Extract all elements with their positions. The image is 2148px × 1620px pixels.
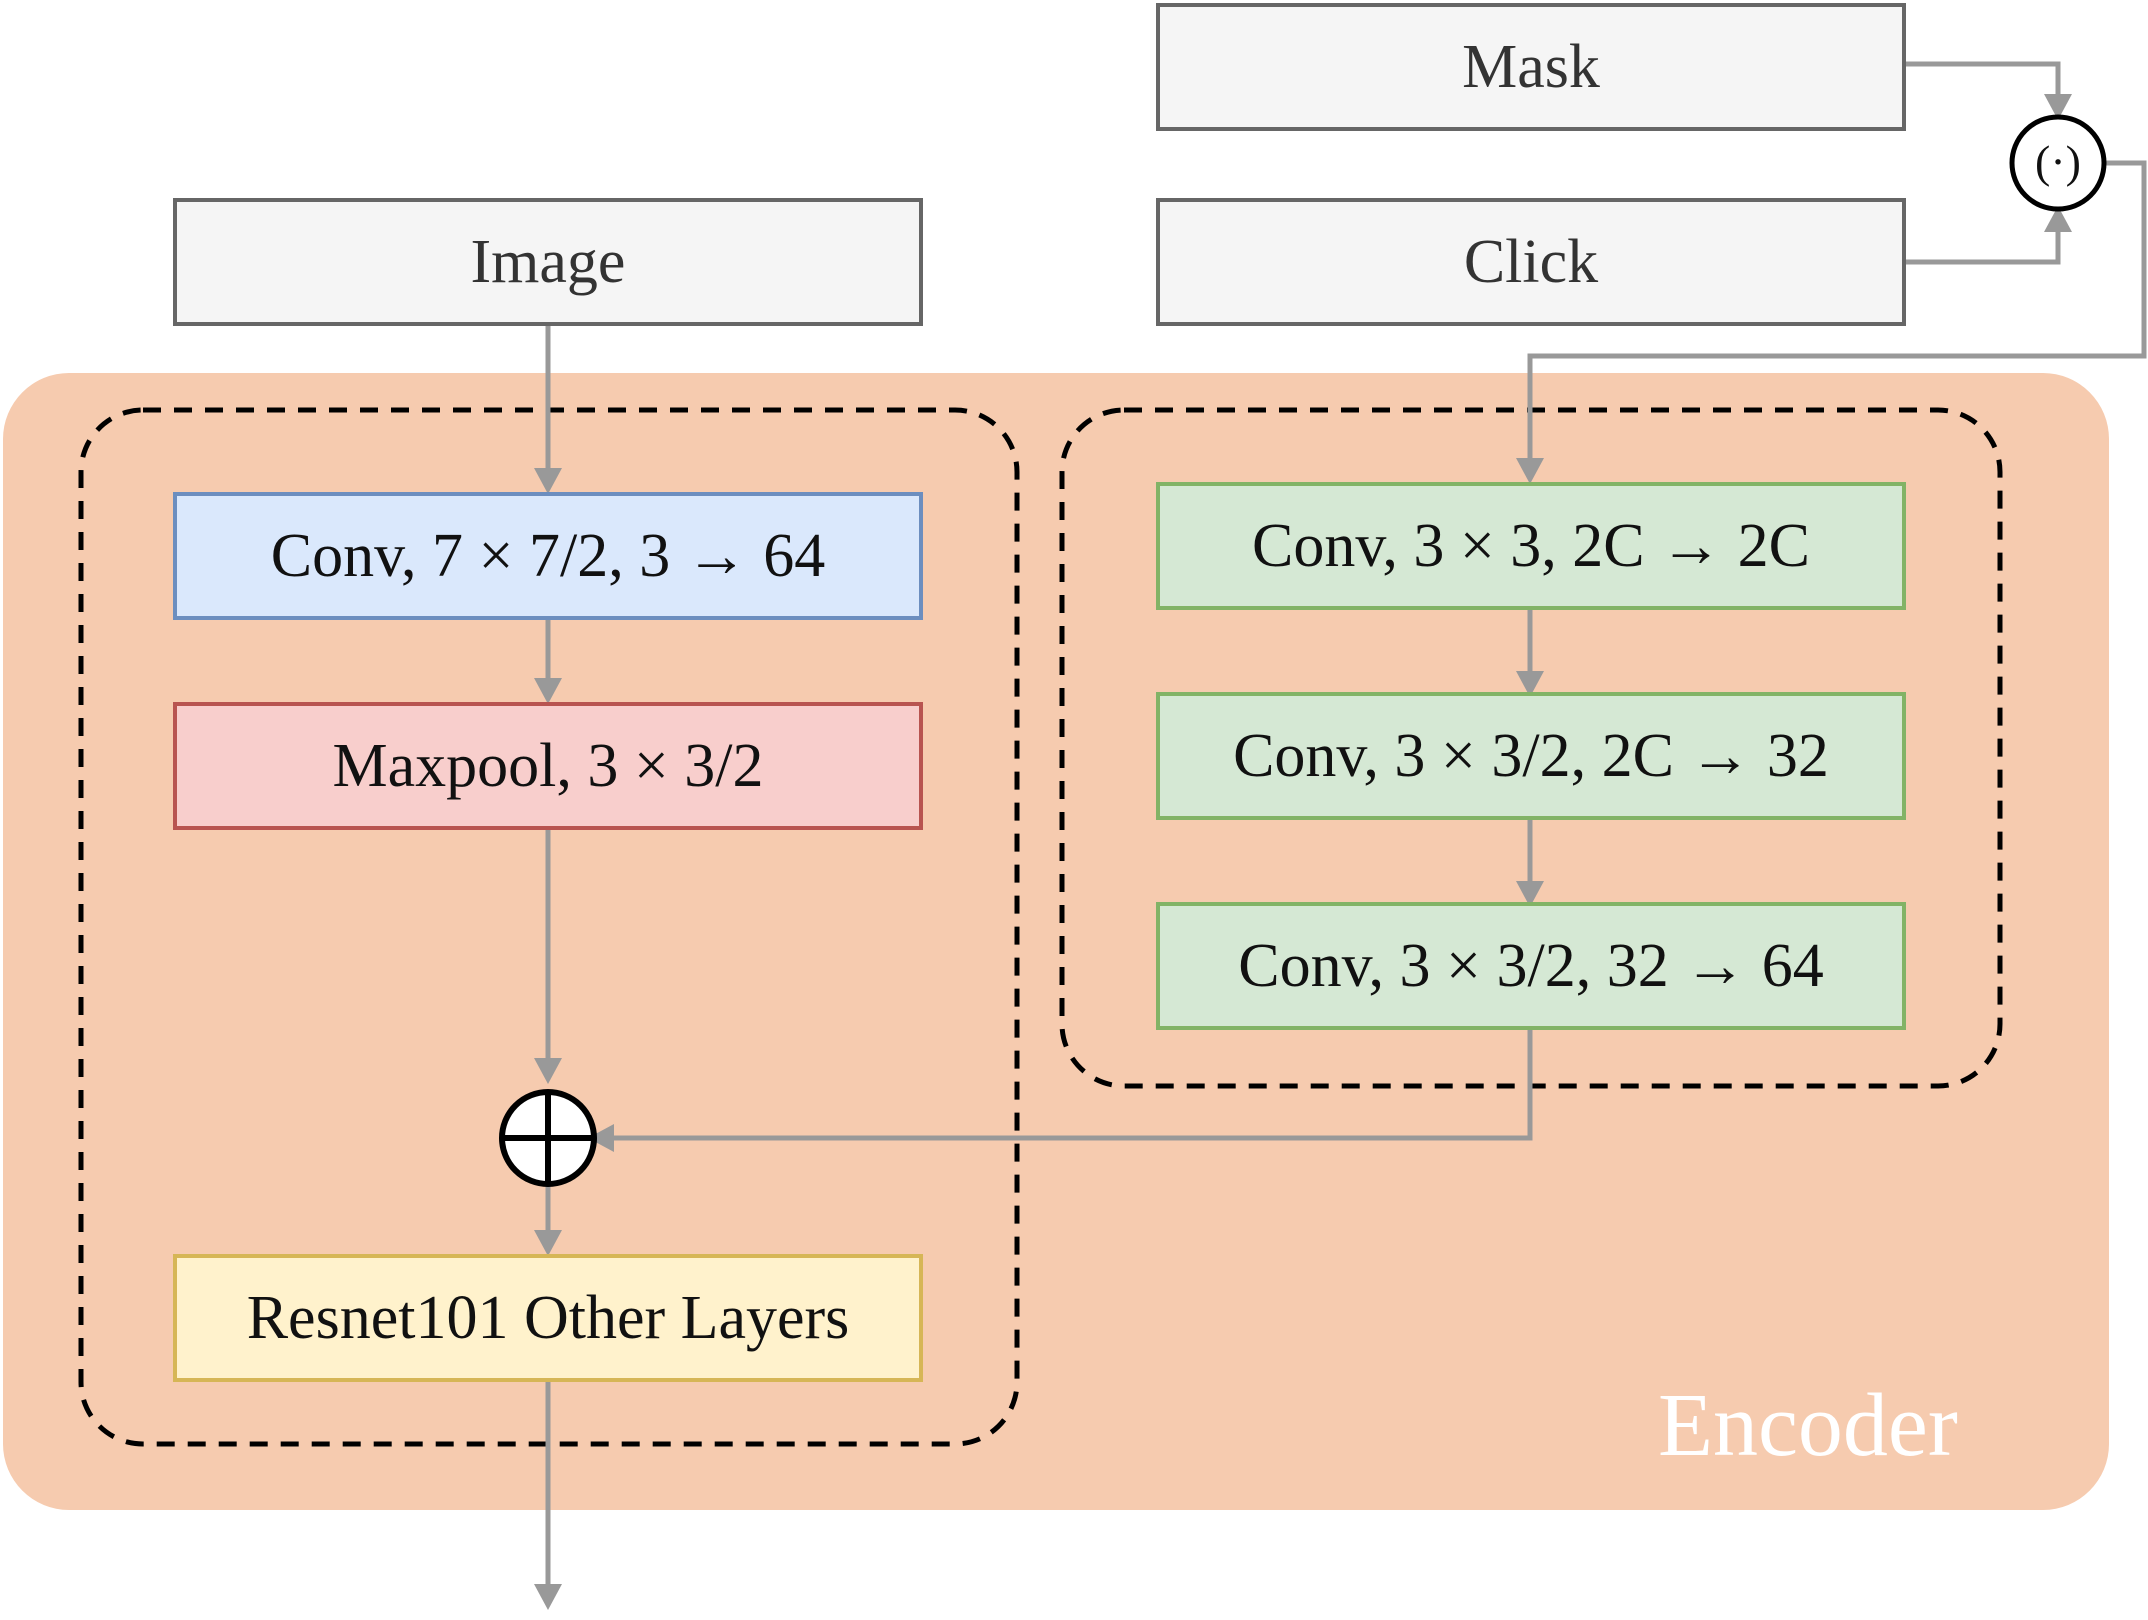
arrow-click-to-combine [1906,228,2061,265]
arrowhead-conv-maxpool [534,678,562,704]
combine-symbol: (·) [2035,136,2081,187]
arrowhead-click-combine [2044,206,2072,232]
arrowhead-conv1-conv2 [1516,671,1544,697]
arrowhead-conv3-add [588,1124,614,1152]
arrowhead-conv2-conv3 [1516,881,1544,907]
click-conv2-block: Conv, 3 × 3/2, 2C → 32 [1156,692,1906,820]
mask-input-block: Mask [1156,3,1906,131]
arrowhead-output [534,1584,562,1610]
arrow-mask-to-combine [1906,61,2061,98]
combine-operator-circle [2009,114,2107,212]
arrow-combine-to-conv1 [1527,160,2147,462]
conv-7x7-block: Conv, 7 × 7/2, 3 → 64 [173,492,923,620]
click-input-block: Click [1156,198,1906,326]
arrowhead-image-conv [534,468,562,494]
arrow-conv3-to-add [610,1030,1533,1141]
arrowhead-add-resnet [534,1230,562,1256]
encoder-background [3,373,2109,1510]
click-conv3-block: Conv, 3 × 3/2, 32 → 64 [1156,902,1906,1030]
maxpool-block: Maxpool, 3 × 3/2 [173,702,923,830]
circle-plus-icon [499,1089,597,1187]
arrowhead-combine-conv1 [1516,458,1544,484]
click-conv1-block: Conv, 3 × 3, 2C → 2C [1156,482,1906,610]
arrowhead-maxpool-add [534,1058,562,1084]
resnet-other-layers-block: Resnet101 Other Layers [173,1254,923,1382]
encoder-label: Encoder [1658,1376,1958,1475]
arrowhead-mask-combine [2044,94,2072,120]
image-input-block: Image [173,198,923,326]
